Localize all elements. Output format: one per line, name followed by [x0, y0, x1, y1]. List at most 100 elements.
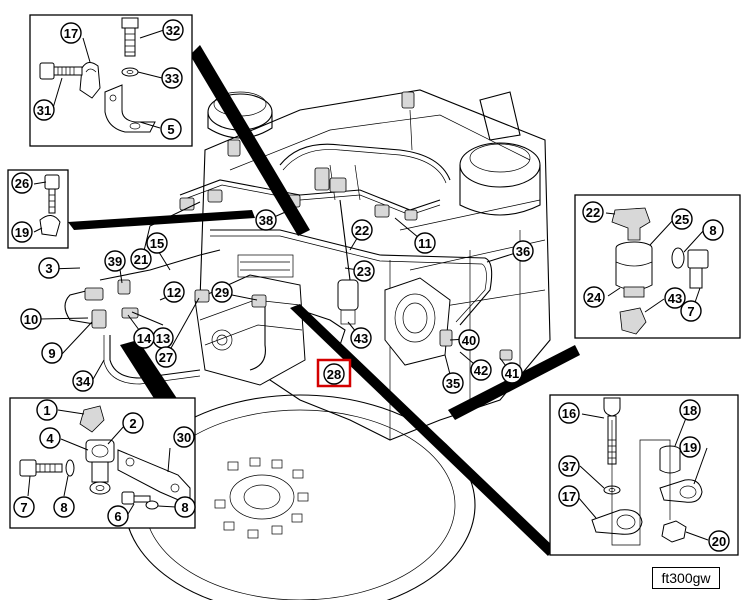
- circled-number-icon: [155, 346, 177, 368]
- circled-number-icon: [163, 281, 185, 303]
- callout-number: 1: [43, 403, 50, 418]
- callout-1: 1: [36, 399, 58, 421]
- callout-43: 43: [350, 327, 372, 349]
- callout-30: 30: [173, 426, 195, 448]
- callout-number: 27: [159, 350, 173, 365]
- callout-number: 7: [20, 500, 27, 515]
- callout-12: 12: [163, 281, 185, 303]
- engine-line-art: [64, 89, 551, 605]
- callout-number: 4: [46, 431, 54, 446]
- callout-8: 8: [174, 496, 196, 518]
- callout-10: 10: [20, 308, 42, 330]
- callout-17: 17: [60, 22, 82, 44]
- callout-8: 8: [53, 496, 75, 518]
- callout-22: 22: [582, 201, 604, 223]
- callout-11: 11: [414, 232, 436, 254]
- callout-34: 34: [72, 370, 94, 392]
- callout-number: 20: [712, 534, 726, 549]
- circled-number-icon: [160, 118, 182, 140]
- circled-number-icon: [708, 530, 730, 552]
- callout-number: 18: [683, 403, 697, 418]
- callout-13: 13: [152, 327, 174, 349]
- circled-number-icon: [350, 327, 372, 349]
- callout-7: 7: [680, 300, 702, 322]
- callout-number: 12: [167, 285, 181, 300]
- inset-right-upper: [574, 194, 741, 339]
- pointer-bottom-left-wedge-icon: [120, 340, 178, 400]
- callout-number: 19: [683, 440, 697, 455]
- callout-42: 42: [470, 359, 492, 381]
- circled-number-icon: [130, 248, 152, 270]
- inset-bottom-left: [9, 397, 196, 529]
- circled-number-icon: [583, 286, 605, 308]
- callout-number: 10: [24, 312, 38, 327]
- callout-number: 2: [129, 416, 136, 431]
- circled-number-icon: [11, 172, 33, 194]
- callout-26: 26: [11, 172, 33, 194]
- circled-number-icon: [133, 327, 155, 349]
- callout-39: 39: [104, 250, 126, 272]
- callout-number: 5: [167, 122, 174, 137]
- callout-number: 6: [114, 509, 121, 524]
- callout-14: 14: [133, 327, 155, 349]
- callout-number: 14: [137, 331, 152, 346]
- circled-number-icon: [582, 201, 604, 223]
- callout-number: 26: [15, 176, 29, 191]
- circled-number-icon: [104, 250, 126, 272]
- callout-number: 33: [165, 71, 179, 86]
- callout-23: 23: [353, 260, 375, 282]
- circled-number-icon: [174, 496, 196, 518]
- callout-number: 24: [587, 290, 602, 305]
- callout-22: 22: [351, 219, 373, 241]
- circled-number-icon: [162, 19, 184, 41]
- callout-number: 36: [516, 244, 530, 259]
- callout-29: 29: [211, 281, 233, 303]
- callout-31: 31: [33, 99, 55, 121]
- circled-number-icon: [33, 99, 55, 121]
- circled-number-icon: [39, 427, 61, 449]
- callout-6: 6: [107, 505, 129, 527]
- circled-number-icon: [671, 208, 693, 230]
- callout-18: 18: [679, 399, 701, 421]
- callout-number: 23: [357, 264, 371, 279]
- circled-number-icon: [664, 287, 686, 309]
- callout-number: 40: [462, 333, 476, 348]
- circled-number-icon: [41, 342, 63, 364]
- callout-number: 43: [354, 331, 368, 346]
- pointer-top-left-wedge-icon: [190, 45, 310, 236]
- circled-number-icon: [53, 496, 75, 518]
- callout-number: 8: [709, 223, 716, 238]
- callout-37: 37: [558, 455, 580, 477]
- callout-number: 3: [45, 261, 52, 276]
- callout-24: 24: [583, 286, 605, 308]
- callout-number: 22: [355, 223, 369, 238]
- circled-number-icon: [353, 260, 375, 282]
- callout-41: 41: [501, 362, 523, 384]
- pointer-left-wedge-icon: [68, 210, 255, 230]
- callout-9: 9: [41, 342, 63, 364]
- callout-35: 35: [442, 372, 464, 394]
- callout-36: 36: [512, 240, 534, 262]
- callout-number: 13: [156, 331, 170, 346]
- callout-7: 7: [13, 496, 35, 518]
- callout-number: 8: [60, 500, 67, 515]
- callout-8: 8: [702, 219, 724, 241]
- circled-number-icon: [558, 455, 580, 477]
- circled-number-icon: [13, 496, 35, 518]
- callout-number: 25: [675, 212, 689, 227]
- circled-number-icon: [36, 399, 58, 421]
- callout-number: 41: [505, 366, 519, 381]
- callout-number: 8: [181, 500, 188, 515]
- circled-number-icon: [512, 240, 534, 262]
- circled-number-icon: [680, 300, 702, 322]
- circled-number-icon: [679, 399, 701, 421]
- callout-17: 17: [558, 485, 580, 507]
- callout-3: 3: [38, 257, 60, 279]
- circled-number-icon: [558, 402, 580, 424]
- callout-38: 38: [255, 209, 277, 231]
- callout-number: 9: [48, 346, 55, 361]
- circled-number-icon: [161, 67, 183, 89]
- circled-number-icon: [173, 426, 195, 448]
